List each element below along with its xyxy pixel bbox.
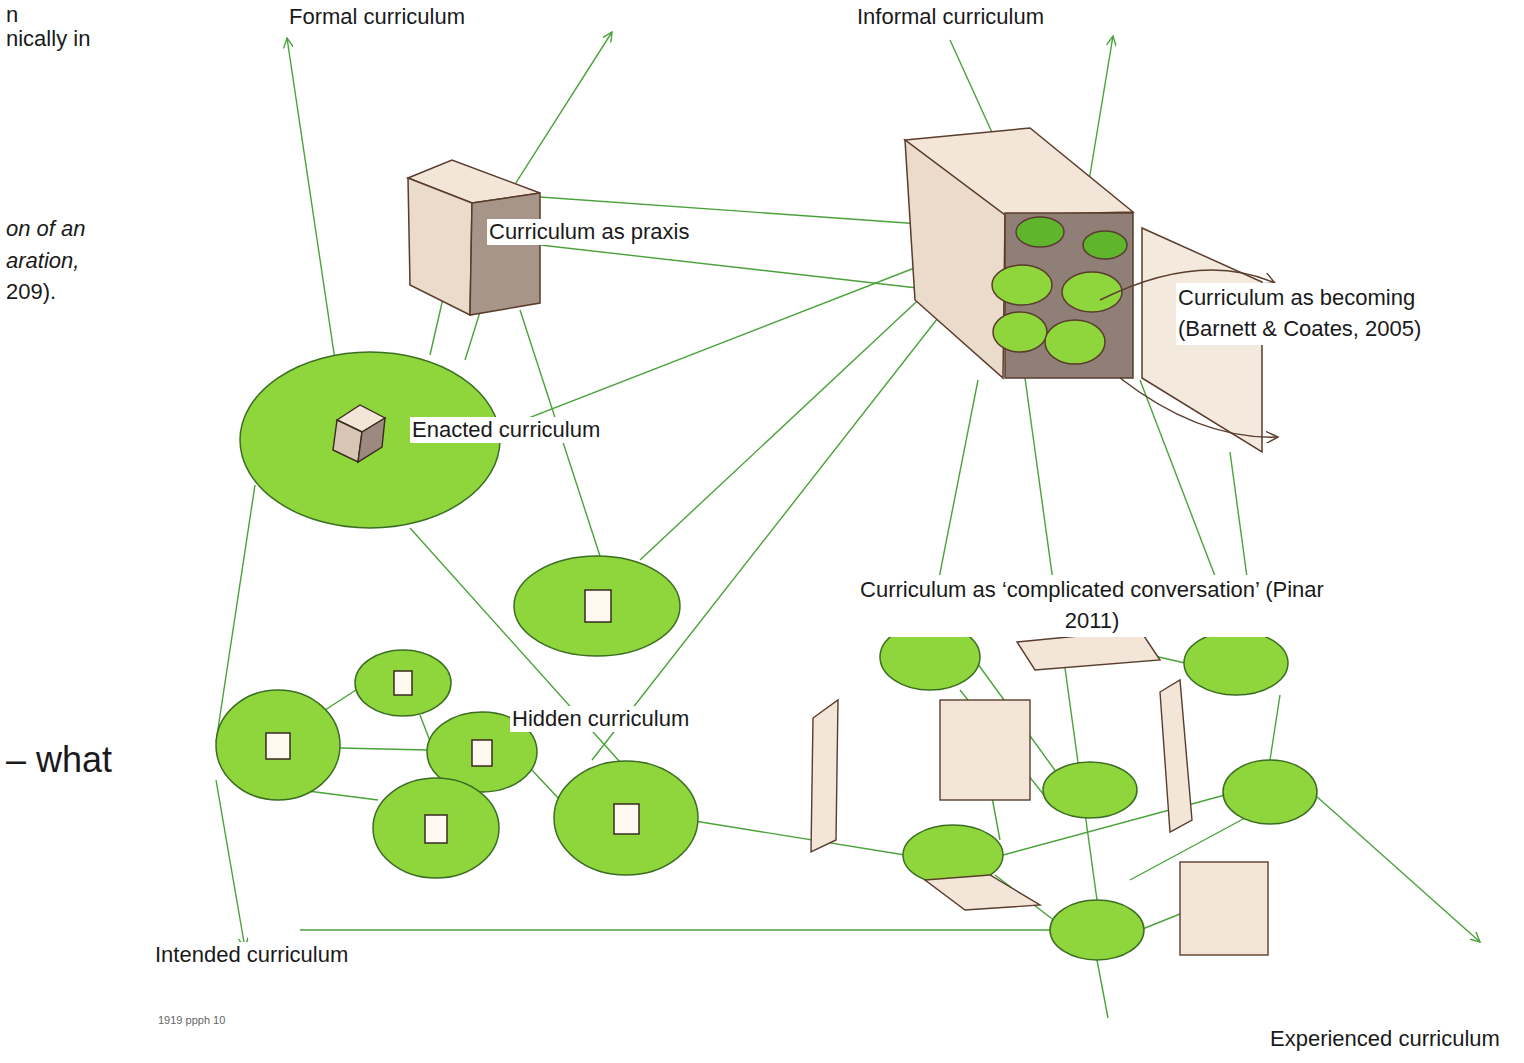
green-ellipse bbox=[373, 778, 499, 878]
curriculum-label: Hidden curriculum bbox=[510, 706, 691, 732]
curriculum-label: Experienced curriculum bbox=[1268, 1026, 1502, 1052]
link-lines bbox=[216, 32, 1480, 1018]
link-line bbox=[465, 312, 480, 360]
inner-square bbox=[425, 815, 447, 843]
cube-face bbox=[358, 418, 385, 462]
green-ellipse bbox=[216, 690, 340, 800]
inner-square bbox=[472, 740, 492, 766]
cube-face bbox=[333, 420, 362, 462]
inner-square bbox=[266, 733, 290, 759]
cube-face bbox=[905, 140, 1005, 378]
beige-plane bbox=[1160, 680, 1192, 832]
curriculum-label: Formal curriculum bbox=[287, 4, 467, 30]
signature-text: 1919 ppph 10 bbox=[156, 1014, 227, 1027]
green-ellipse bbox=[1223, 760, 1317, 824]
inner-sphere bbox=[1083, 231, 1127, 259]
cube-face bbox=[470, 193, 540, 315]
beige-plane bbox=[811, 700, 838, 852]
link-line bbox=[592, 300, 952, 760]
inner-square bbox=[614, 804, 639, 834]
fragment-text: – what bbox=[4, 738, 114, 781]
curriculum-label: Curriculum as ‘complicated conversation’… bbox=[850, 575, 1334, 637]
fragment-text: on of an bbox=[4, 216, 88, 242]
beige-planes bbox=[811, 630, 1268, 955]
inner-square bbox=[394, 671, 412, 695]
curriculum-label: Enacted curriculum bbox=[410, 417, 602, 443]
link-line bbox=[287, 38, 335, 360]
green-ellipses bbox=[216, 352, 1317, 960]
beige-plane bbox=[940, 700, 1030, 800]
link-line bbox=[1270, 695, 1280, 760]
inner-sphere bbox=[1045, 320, 1105, 364]
curriculum-label: Curriculum as praxis bbox=[487, 219, 692, 245]
beige-plane bbox=[1180, 862, 1268, 955]
green-ellipse bbox=[1043, 762, 1137, 818]
fragment-text: aration, bbox=[4, 248, 81, 274]
green-ellipse bbox=[355, 650, 451, 716]
link-line bbox=[676, 818, 905, 855]
curriculum-label: Informal curriculum bbox=[855, 4, 1046, 30]
link-line bbox=[530, 768, 560, 800]
inner-square bbox=[585, 590, 611, 622]
link-line bbox=[1097, 960, 1108, 1018]
link-line bbox=[340, 748, 427, 750]
fragment-text: 209). bbox=[4, 279, 58, 305]
beige-plane bbox=[925, 875, 1040, 910]
green-ellipse bbox=[1184, 631, 1288, 695]
becoming-arrow bbox=[1120, 378, 1278, 437]
curriculum-label: Intended curriculum bbox=[153, 942, 350, 968]
link-line bbox=[640, 275, 945, 560]
fragment-text: n bbox=[4, 2, 20, 28]
curriculum-label: Curriculum as becoming (Barnett & Coates… bbox=[1176, 283, 1490, 345]
link-line bbox=[505, 32, 612, 200]
green-ellipse bbox=[514, 556, 680, 656]
link-line bbox=[300, 929, 1055, 930]
green-ellipse bbox=[554, 761, 698, 875]
inner-sphere bbox=[993, 312, 1047, 352]
fragment-text: nically in bbox=[4, 26, 92, 52]
link-line bbox=[1315, 795, 1480, 942]
inner-sphere bbox=[1016, 217, 1064, 247]
green-ellipse bbox=[1050, 900, 1144, 960]
link-line bbox=[216, 780, 245, 948]
cube-face bbox=[408, 178, 472, 315]
inner-sphere bbox=[1062, 272, 1122, 312]
small-cube bbox=[333, 405, 385, 462]
inner-sphere bbox=[992, 265, 1052, 305]
